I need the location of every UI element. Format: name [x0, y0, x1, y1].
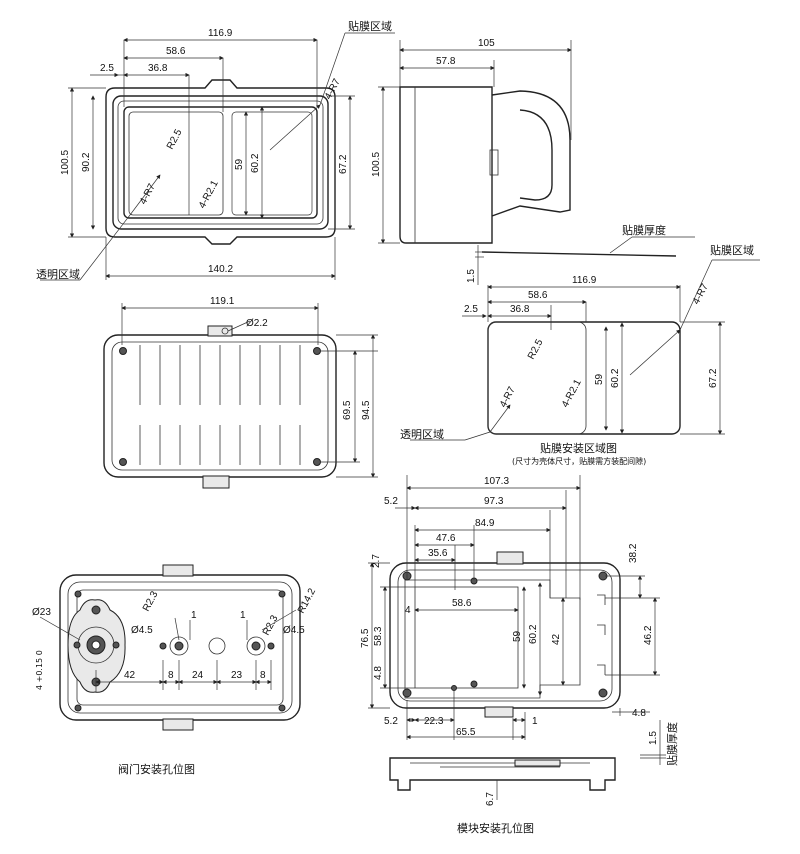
module-dim-b4-8: 4.8: [632, 708, 646, 719]
valve-dim-8a: 8: [168, 670, 174, 681]
back-dim-119: 119.1: [210, 296, 235, 307]
module-dim-76: 76.5: [360, 628, 371, 648]
module-dim-58-3: 58.3: [373, 626, 384, 646]
valve-one-a: 1: [191, 610, 197, 621]
valve-dim-24: 24: [192, 670, 204, 681]
front-view: [40, 32, 395, 281]
film-dim-60: 60.2: [610, 368, 621, 388]
film-thick-dim: 1.5: [466, 269, 477, 283]
module-view: [368, 475, 666, 800]
side-dim-57: 57.8: [436, 56, 456, 67]
module-dim-59: 59: [512, 630, 523, 642]
film-thickness-label: 贴膜厚度: [622, 223, 666, 237]
front-dim-58: 58.6: [166, 46, 186, 57]
front-dim-60: 60.2: [250, 153, 261, 173]
film-install-note: (尺寸为壳体尺寸，贴膜需方装配间隙): [512, 456, 646, 466]
module-dim-2-7: 2.7: [371, 554, 382, 568]
module-dim-58-6: 58.6: [452, 598, 472, 609]
back-ribs: [139, 345, 301, 465]
back-dim-69: 69.5: [342, 400, 353, 420]
film-r25: R2.5: [526, 337, 546, 361]
side-dim-105: 105: [478, 38, 495, 49]
film-view: [410, 236, 760, 441]
module-dim-22: 22.3: [424, 716, 444, 727]
valve-r23a: R2.3: [141, 589, 161, 613]
film-area-label-2: 贴膜区域: [710, 243, 754, 257]
module-dim-60: 60.2: [528, 624, 539, 644]
front-dim-width: 116.9: [208, 28, 233, 39]
front-r7-label: 4-R7: [323, 77, 343, 102]
valve-dim-42: 42: [124, 670, 136, 681]
front-r25-label: R2.5: [165, 127, 185, 151]
back-hole-label: Ø2.2: [246, 318, 268, 329]
module-dim-65: 65.5: [456, 727, 476, 738]
front-dim-100: 100.5: [60, 150, 71, 175]
side-dim-100: 100.5: [371, 152, 382, 177]
film-dim-2-5: 2.5: [464, 304, 478, 315]
film-dim-116: 116.9: [572, 275, 597, 286]
front-r21-label: 4-R2.1: [197, 178, 221, 210]
module-dim-b1: 1: [532, 716, 538, 727]
module-dim-1-5: 1.5: [648, 731, 659, 745]
valve-dim-8b: 8: [260, 670, 266, 681]
film-r7b: 4-R7: [498, 385, 518, 410]
module-dim-97: 97.3: [484, 496, 504, 507]
module-dim-46: 46.2: [643, 625, 654, 645]
module-dim-5-2: 5.2: [384, 496, 398, 507]
film-dim-59: 59: [594, 373, 605, 385]
front-dim-2-5: 2.5: [100, 63, 114, 74]
front-dim-36: 36.8: [148, 63, 168, 74]
back-view: [103, 303, 378, 489]
module-dim-42: 42: [551, 633, 562, 645]
module-dim-6-7: 6.7: [485, 792, 496, 806]
valve-view: [39, 564, 301, 731]
module-title: 模块安装孔位图: [457, 821, 534, 835]
module-film-thickness: 贴膜厚度: [665, 722, 679, 766]
valve-dim-23: 23: [231, 670, 243, 681]
valve-r23b: R2.3: [261, 613, 281, 637]
front-film-area-label: 贴膜区域: [348, 19, 392, 33]
front-dim-90: 90.2: [81, 152, 92, 172]
module-dim-47: 47.6: [436, 533, 456, 544]
front-transparent-label: 透明区域: [36, 268, 80, 281]
front-r7b-label: 4-R7: [138, 182, 158, 207]
valve-r142: R14.2: [296, 586, 318, 615]
film-dim-67: 67.2: [708, 368, 719, 388]
module-dim-84: 84.9: [475, 518, 495, 529]
film-dim-58: 58.6: [528, 290, 548, 301]
front-dim-59: 59: [234, 158, 245, 170]
film-install-title: 贴膜安装区域图: [540, 441, 617, 455]
film-dim-36: 36.8: [510, 304, 530, 315]
valve-one-b: 1: [240, 610, 246, 621]
valve-d45a: Ø4.5: [131, 625, 153, 636]
module-dim-35: 35.6: [428, 548, 448, 559]
side-view: [378, 40, 572, 244]
module-dim-38: 38.2: [628, 543, 639, 563]
front-dim-67: 67.2: [338, 154, 349, 174]
valve-d23: Ø23: [32, 607, 51, 618]
module-dim-b5-2: 5.2: [384, 716, 398, 727]
module-dim-107: 107.3: [484, 476, 509, 487]
valve-tolerance: 4 +0.15 0: [35, 650, 44, 690]
valve-title: 阀门安装孔位图: [118, 762, 195, 776]
back-dim-94: 94.5: [361, 400, 372, 420]
film-transparent-label: 透明区域: [400, 428, 444, 441]
valve-d45b: Ø4.5: [283, 625, 305, 636]
film-r21: 4-R2.1: [560, 377, 584, 409]
film-r7a: 4-R7: [691, 282, 711, 307]
module-dim-4-8: 4.8: [373, 666, 384, 680]
module-dim-4: 4: [405, 605, 411, 616]
front-dim-140: 140.2: [208, 264, 233, 275]
